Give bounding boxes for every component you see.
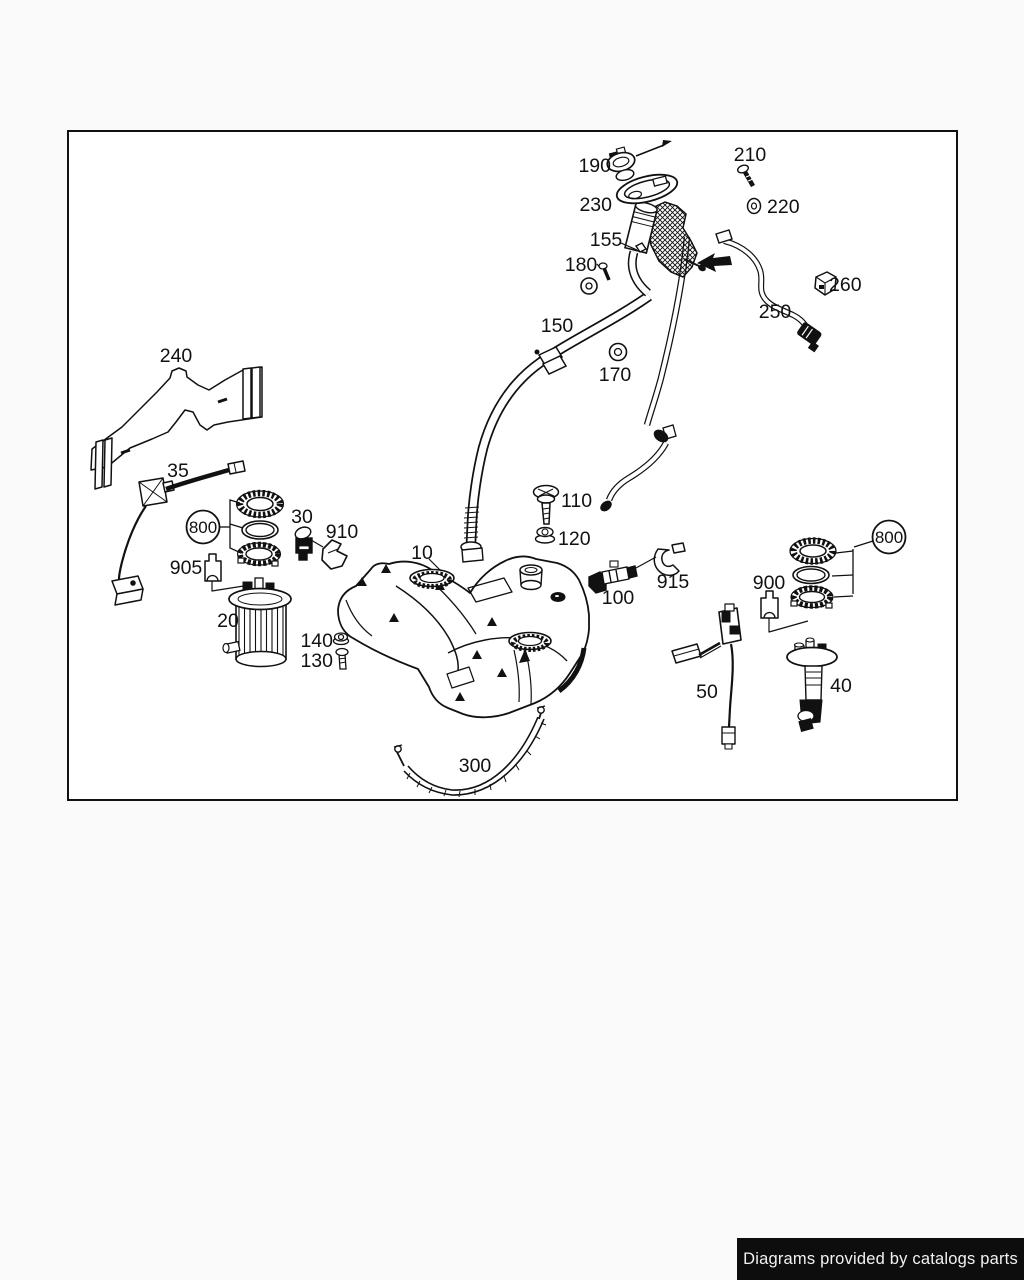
part-180-art	[580, 262, 611, 295]
part-915-clip-art	[635, 542, 686, 577]
part-220-grommet-art	[746, 197, 762, 215]
part-label-35[interactable]: 35	[167, 460, 189, 482]
part-label-915[interactable]: 915	[657, 571, 690, 593]
part-label-40[interactable]: 40	[830, 675, 852, 697]
part-label-180[interactable]: 180	[565, 254, 598, 276]
part-800-right-rings-art	[789, 537, 874, 609]
part-50-sender-art	[671, 603, 742, 750]
part-label-170[interactable]: 170	[599, 364, 632, 386]
part-label-10[interactable]: 10	[411, 542, 433, 564]
part-label-150[interactable]: 150	[541, 315, 574, 337]
part-300-strap-art	[393, 705, 547, 798]
part-10-fuel-tank-art	[337, 555, 590, 719]
part-900-clip-art	[760, 590, 809, 633]
part-label-155[interactable]: 155	[590, 229, 623, 251]
part-label-300[interactable]: 300	[459, 755, 492, 777]
part-130-bolt-art	[335, 647, 349, 670]
part-30-valve-art	[294, 526, 324, 561]
part-label-130[interactable]: 130	[300, 650, 333, 672]
part-label-110[interactable]: 110	[561, 490, 592, 512]
part-910-clip-art	[321, 539, 348, 570]
part-label-250[interactable]: 250	[759, 301, 792, 323]
part-100-valve-art	[588, 560, 638, 594]
part-label-20[interactable]: 20	[217, 610, 239, 632]
part-110-cap-art	[532, 484, 560, 525]
footer-credit: Diagrams provided by catalogs parts	[737, 1238, 1024, 1280]
part-250-hose-art	[715, 229, 822, 353]
footer-credit-text: Diagrams provided by catalogs parts	[743, 1249, 1018, 1268]
part-210-screw-art	[736, 164, 755, 188]
part-260-clip-art	[814, 271, 837, 296]
part-905-clip-art	[204, 553, 251, 592]
part-190-cap-art	[606, 140, 672, 182]
part-label-100[interactable]: 100	[602, 587, 635, 609]
part-150-filler-pipe-art	[460, 291, 653, 563]
part-label-140[interactable]: 140	[300, 630, 333, 652]
part-155-art	[620, 242, 648, 253]
direction-arrow	[697, 253, 732, 272]
part-label-910[interactable]: 910	[326, 521, 359, 543]
part-label-230[interactable]: 230	[579, 194, 612, 216]
part-800-left-rings-art	[219, 489, 285, 567]
part-120-nut-art	[534, 526, 556, 544]
part-label-260[interactable]: 260	[829, 274, 862, 296]
part-label-900[interactable]: 900	[753, 572, 786, 594]
part-label-800-right-text: 800	[875, 528, 903, 547]
part-240-bracket-art	[90, 366, 263, 490]
filler-neck-art	[624, 201, 732, 297]
part-label-800-left[interactable]: 800	[185, 509, 221, 545]
part-20-pump-art	[222, 577, 292, 668]
part-170-grommet-art	[608, 342, 628, 362]
part-230-ring-art	[615, 173, 679, 205]
part-labels: 10 20 30 35 40 50 100 110 120 130 140 15…	[160, 144, 907, 777]
part-label-240[interactable]: 240	[160, 345, 193, 367]
part-label-210[interactable]: 210	[734, 144, 767, 166]
part-label-905[interactable]: 905	[170, 557, 203, 579]
part-label-220[interactable]: 220	[767, 196, 800, 218]
part-40-pump-art	[786, 637, 838, 732]
part-label-50[interactable]: 50	[696, 681, 718, 703]
part-35-sensor-art	[111, 460, 246, 606]
part-label-30[interactable]: 30	[291, 506, 313, 528]
part-label-120[interactable]: 120	[558, 528, 591, 550]
part-label-800-right[interactable]: 800	[871, 519, 907, 555]
part-140-nut-art	[332, 632, 350, 646]
part-label-800-left-text: 800	[189, 518, 217, 537]
part-label-190[interactable]: 190	[578, 155, 611, 177]
